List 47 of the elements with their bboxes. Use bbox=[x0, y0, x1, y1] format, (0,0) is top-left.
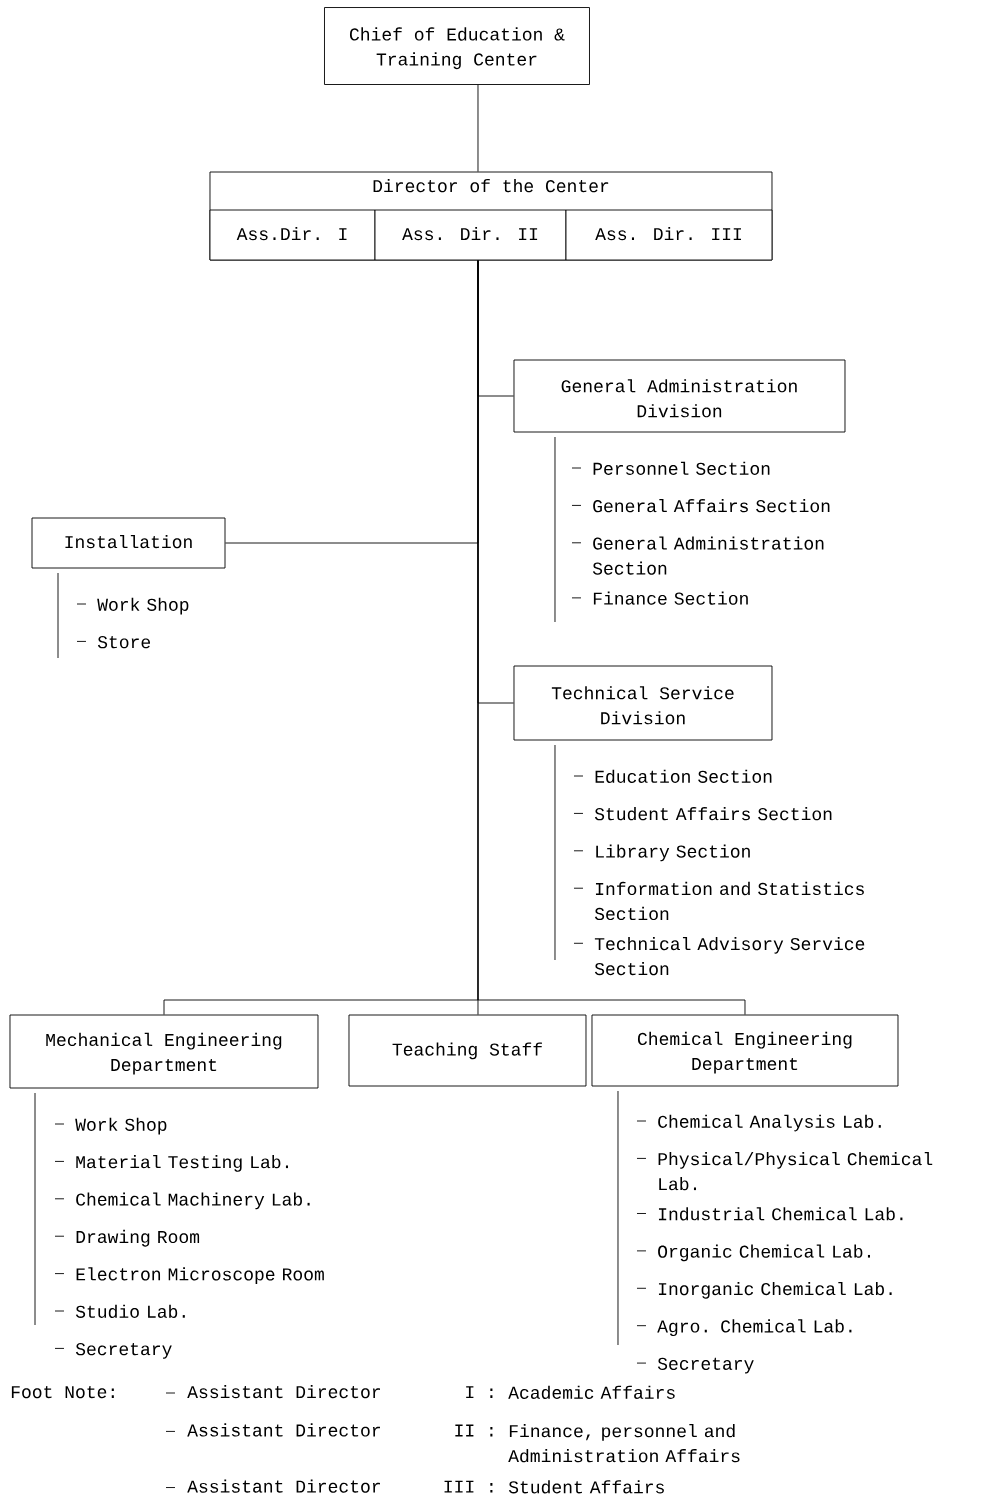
footnote-text: Student Affairs bbox=[508, 1480, 664, 1494]
footnote-term: II : bbox=[455, 1424, 493, 1437]
division-box: Technical Service Division bbox=[513, 665, 773, 741]
connector-line bbox=[477, 260, 746, 1015]
list-item: Physical/Physical Chemical Lab. bbox=[658, 1152, 933, 1191]
department-box: Chemical Engineering Department bbox=[591, 1014, 899, 1087]
footnote-term: III : bbox=[444, 1480, 493, 1493]
list-item: Material Testing Lab. bbox=[76, 1155, 288, 1172]
connector-line bbox=[477, 84, 479, 172]
list-item: Store bbox=[97, 636, 150, 649]
list-item: Information and Statistics Section bbox=[594, 881, 864, 921]
list-item: Industrial Chemical Lab. bbox=[658, 1207, 903, 1221]
footnote-term: Assistant Director bbox=[187, 1423, 380, 1437]
list-item: Studio Lab. bbox=[75, 1304, 185, 1318]
list-item: Drawing Room bbox=[76, 1229, 200, 1247]
list-item: Secretary bbox=[657, 1357, 754, 1374]
title-box: Chief of Education & Training Center bbox=[324, 7, 590, 85]
footnote-term: Assistant Director bbox=[187, 1479, 380, 1493]
footnote-text: Finance, personnel and Administration Affairs bbox=[508, 1424, 740, 1463]
list-item: Student Affairs Section bbox=[594, 807, 832, 821]
footnote-term: Assistant Director bbox=[187, 1384, 380, 1399]
footnote-term: I : bbox=[466, 1386, 493, 1398]
table-cell: Ass. Dir. II bbox=[374, 209, 567, 261]
department-box: Mechanical Engineering Department bbox=[9, 1014, 319, 1089]
unit-box: Installation bbox=[31, 517, 226, 569]
list-item: Electron Microscope Room bbox=[76, 1267, 324, 1285]
list-item: General Affairs Section bbox=[593, 499, 830, 513]
list-item: General Administration Section bbox=[592, 536, 824, 575]
list-item: Work Shop bbox=[97, 597, 189, 615]
footnote-text: Academic Affairs bbox=[508, 1385, 675, 1399]
list-item: Education Section bbox=[595, 769, 772, 783]
list-item: Chemical Machinery Lab. bbox=[76, 1192, 310, 1210]
list-item: Library Section bbox=[596, 844, 750, 862]
list-item: Technical Advisory Service Section bbox=[594, 936, 865, 976]
footnote-label: Foot Note: bbox=[11, 1386, 114, 1399]
list-item: Organic Chemical Lab. bbox=[658, 1244, 870, 1262]
list-item: Secretary bbox=[75, 1343, 172, 1359]
list-item: Work Shop bbox=[75, 1117, 167, 1135]
division-box: General Administration Division bbox=[513, 359, 846, 433]
list-item: Inorganic Chemical Lab. bbox=[658, 1281, 892, 1299]
table-cell: Ass. Dir. III bbox=[565, 209, 773, 261]
table-cell: Ass.Dir. I bbox=[209, 209, 376, 261]
list-item: Finance Section bbox=[593, 591, 748, 605]
list-item: Chemical Analysis Lab. bbox=[658, 1114, 881, 1132]
unit-box: Teaching Staff bbox=[348, 1014, 587, 1087]
list-item: Personnel Section bbox=[593, 461, 770, 475]
list-item: Agro. Chemical Lab. bbox=[657, 1319, 852, 1337]
